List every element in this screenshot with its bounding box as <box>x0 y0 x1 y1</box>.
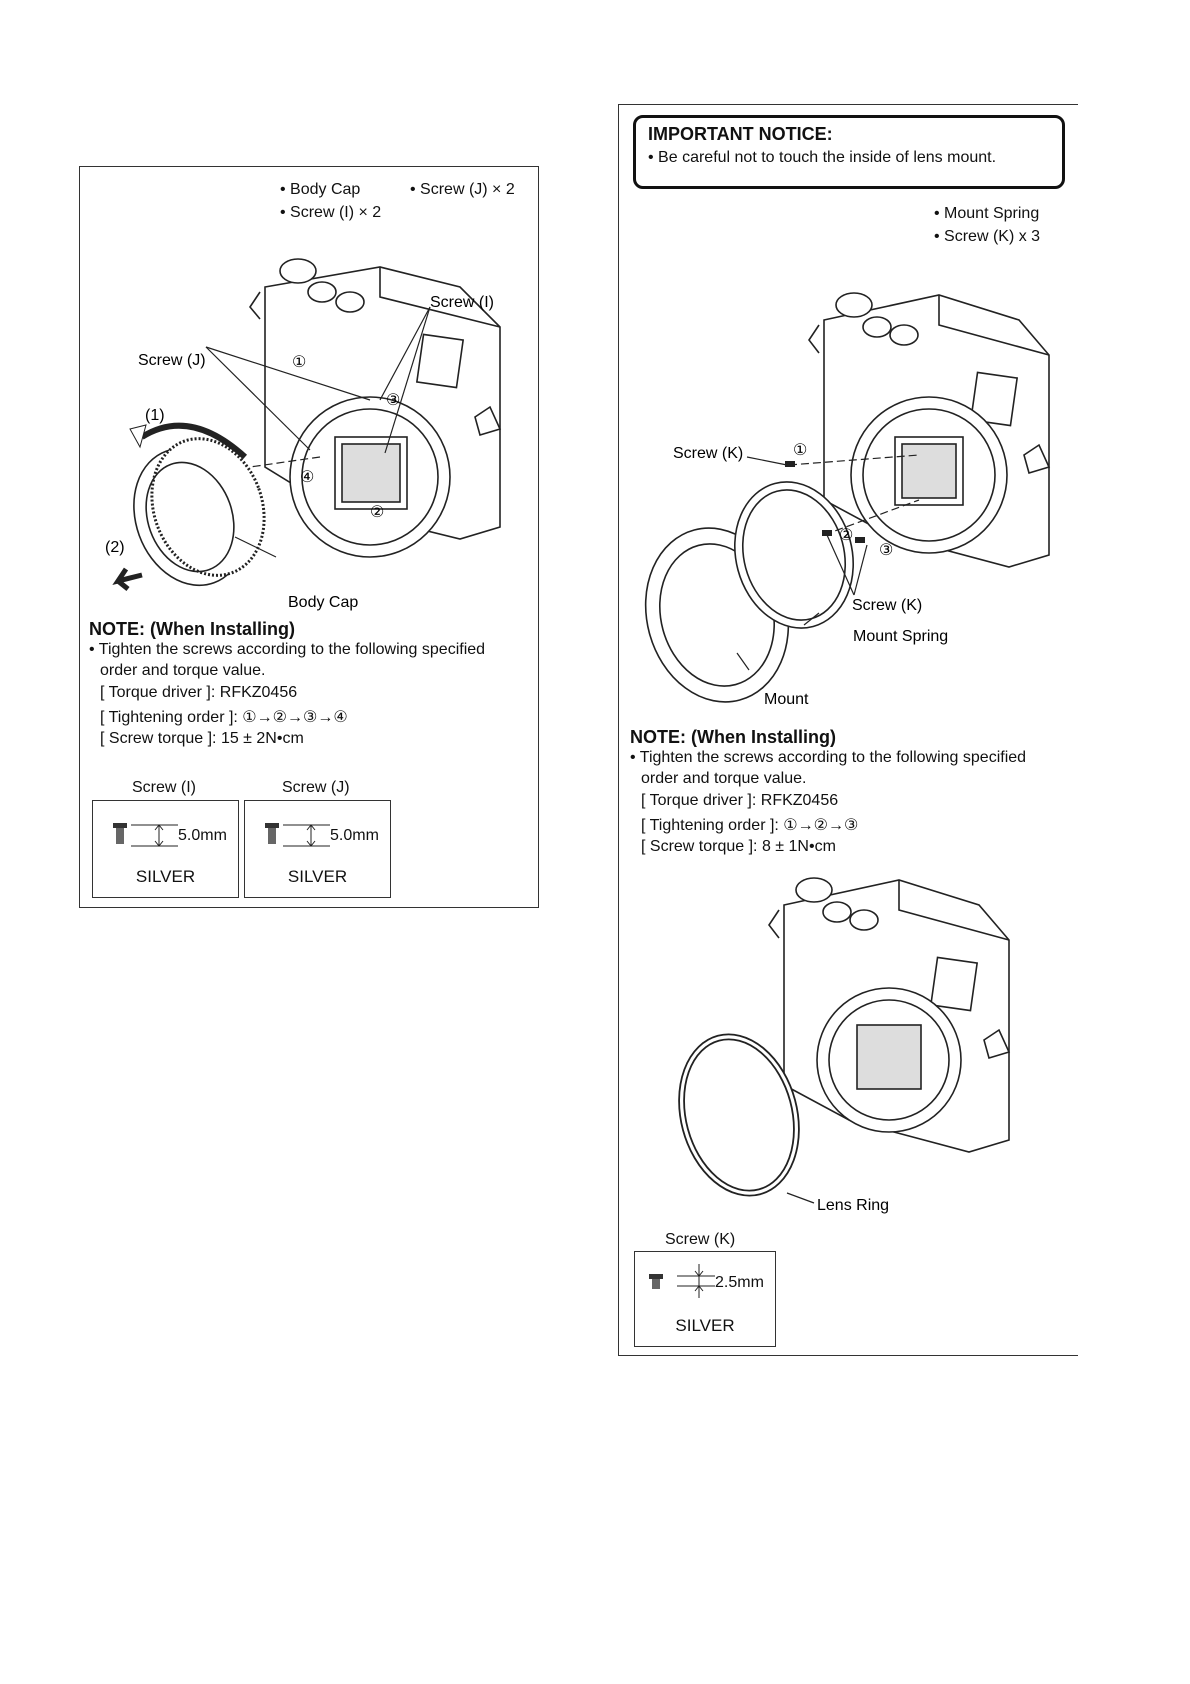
note-line-2: order and torque value. <box>100 662 266 679</box>
spec-title-screw-k: Screw (K) <box>665 1231 736 1248</box>
mount-diagram: Screw (K) ① ② ③ Screw (K) Mount Spring M… <box>644 292 1051 1214</box>
spec-length-screw-i: 5.0mm <box>178 827 227 844</box>
parts-item-body-cap: • Body Cap <box>280 181 361 198</box>
important-notice-box: IMPORTANT NOTICE: • Be careful not to to… <box>633 115 1065 189</box>
parts-item-screw-k: • Screw (K) x 3 <box>934 228 1041 245</box>
mount-spring-illustration <box>733 481 855 629</box>
label-mount: Mount <box>764 691 809 708</box>
order-marker-2: ② <box>370 504 384 521</box>
tightening-order: [ Tightening order ]: ①→②→③→④ <box>100 709 348 726</box>
tightening-order: [ Tightening order ]: ①→②→③ <box>641 817 859 834</box>
label-lens-ring: Lens Ring <box>817 1197 889 1214</box>
note-title: NOTE: (When Installing) <box>89 619 295 639</box>
lens-ring-illustration <box>678 1033 800 1197</box>
rotate-arrow-icon <box>129 422 248 460</box>
screw-callout-lines <box>205 306 431 468</box>
note-line-1: • Tighten the screws according to the fo… <box>89 641 486 658</box>
label-screw-k-top: Screw (K) <box>673 445 743 462</box>
note-title: NOTE: (When Installing) <box>630 727 836 747</box>
order-marker-3: ③ <box>879 542 893 559</box>
parts-item-screw-i: • Screw (I) × 2 <box>280 204 382 221</box>
label-step-1: (1) <box>145 407 165 424</box>
screw-icon <box>265 823 330 847</box>
lens-mount-illustration <box>289 396 451 558</box>
screw-torque: [ Screw torque ]: 8 ± 1N•cm <box>641 838 836 855</box>
body-cap-illustration <box>133 437 266 587</box>
camera-body-illustration <box>768 877 1011 1153</box>
spec-color-screw-k: SILVER <box>675 1316 735 1335</box>
screw-icon <box>113 823 178 847</box>
spec-box-screw-j: 5.0mm SILVER <box>244 800 391 898</box>
pull-arrow-icon <box>112 567 143 591</box>
torque-driver: [ Torque driver ]: RFKZ0456 <box>641 792 839 809</box>
spec-color-screw-j: SILVER <box>287 867 348 886</box>
note-line-1: • Tighten the screws according to the fo… <box>630 749 1027 766</box>
lens-mount-illustration <box>850 396 1008 554</box>
label-mount-spring: Mount Spring <box>853 628 948 645</box>
notice-title: IMPORTANT NOTICE: <box>648 124 833 144</box>
label-step-2: (2) <box>105 539 125 556</box>
label-screw-j: Screw (J) <box>138 352 206 369</box>
mount-removal-panel: IMPORTANT NOTICE: • Be careful not to to… <box>618 104 1078 1356</box>
parts-item-mount-spring: • Mount Spring <box>934 205 1040 222</box>
screw-k-icons <box>785 461 865 543</box>
order-marker-3: ③ <box>386 392 400 409</box>
screw-torque: [ Screw torque ]: 15 ± 2N•cm <box>100 730 304 747</box>
body-cap-removal-panel: • Body Cap • Screw (J) × 2 • Screw (I) ×… <box>79 166 539 908</box>
spec-title-screw-i: Screw (I) <box>132 779 196 796</box>
screw-icon <box>649 1264 715 1298</box>
order-marker-1: ① <box>292 354 306 371</box>
notice-text: • Be careful not to touch the inside of … <box>648 149 997 166</box>
torque-driver: [ Torque driver ]: RFKZ0456 <box>100 684 298 701</box>
label-body-cap: Body Cap <box>288 594 358 611</box>
screw-callout-lines <box>736 454 920 671</box>
parts-item-screw-j: • Screw (J) × 2 <box>410 181 515 198</box>
spec-length-screw-j: 5.0mm <box>330 827 379 844</box>
label-screw-k-bottom: Screw (K) <box>852 597 922 614</box>
body-cap-diagram: Screw (I) Screw (J) (1) (2) Body Cap ① ②… <box>105 258 502 611</box>
label-screw-i: Screw (I) <box>430 294 494 311</box>
order-marker-2: ② <box>839 527 853 544</box>
spec-color-screw-i: SILVER <box>135 867 196 886</box>
note-line-2: order and torque value. <box>641 770 807 787</box>
order-marker-4: ④ <box>300 469 314 486</box>
spec-box-screw-k: 2.5mm SILVER <box>634 1251 776 1347</box>
spec-length-screw-k: 2.5mm <box>715 1274 764 1291</box>
spec-title-screw-j: Screw (J) <box>282 779 350 796</box>
order-marker-1: ① <box>793 442 807 459</box>
spec-box-screw-i: 5.0mm SILVER <box>92 800 239 898</box>
